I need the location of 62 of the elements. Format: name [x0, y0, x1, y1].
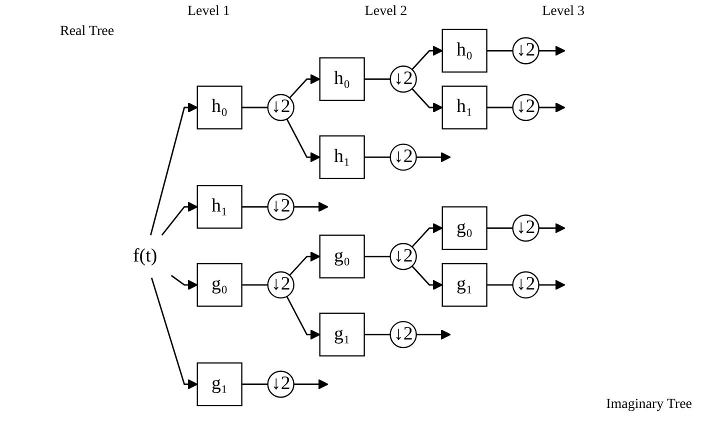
- filter-box: h₁: [196, 184, 242, 229]
- connector: [364, 78, 390, 80]
- downsampler-circle: ↓2: [267, 193, 294, 220]
- downsampler-circle: ↓2: [512, 94, 540, 122]
- arrow: [538, 222, 566, 234]
- arrow: [538, 280, 566, 290]
- arrow: [538, 102, 566, 113]
- filter-box: h₁: [442, 86, 488, 130]
- arrow: [416, 329, 451, 340]
- connector: [242, 384, 268, 385]
- arrow: [150, 102, 198, 236]
- arrow: [161, 202, 198, 236]
- filter-box: g₀: [442, 206, 488, 250]
- connector: [486, 284, 513, 286]
- tree-label: Imaginary Tree: [606, 397, 692, 413]
- connector: [364, 334, 390, 336]
- arrow: [412, 88, 443, 113]
- level-heading: Level 2: [364, 4, 408, 20]
- arrow: [150, 278, 198, 390]
- connector: [242, 284, 268, 286]
- arrow: [170, 274, 198, 290]
- filter-box: g₁: [196, 362, 242, 406]
- filter-box: h₀: [442, 28, 488, 73]
- downsampler-circle: ↓2: [267, 271, 294, 299]
- arrow: [286, 118, 320, 162]
- filter-box: h₀: [196, 86, 242, 130]
- filter-box: g₁: [319, 312, 365, 356]
- downsampler-circle: ↓2: [512, 214, 540, 242]
- filter-box: h₁: [319, 135, 365, 180]
- tree-label: Real Tree: [60, 24, 114, 40]
- downsampler-circle: ↓2: [390, 66, 417, 93]
- downsampler-circle: ↓2: [390, 242, 417, 270]
- downsampler-circle: ↓2: [390, 320, 417, 348]
- filter-box: g₀: [196, 263, 242, 307]
- arrow: [538, 46, 566, 56]
- connector: [242, 106, 268, 108]
- arrow: [412, 46, 443, 70]
- arrow: [412, 222, 443, 248]
- downsampler-circle: ↓2: [267, 94, 294, 122]
- filter-box: g₁: [442, 263, 488, 307]
- arrow: [286, 296, 320, 340]
- downsampler-circle: ↓2: [267, 370, 294, 398]
- arrow: [294, 379, 328, 390]
- level-heading: Level 1: [187, 4, 230, 20]
- arrow: [289, 74, 320, 98]
- arrow: [416, 152, 451, 162]
- connector: [486, 227, 513, 229]
- connector: [364, 256, 390, 258]
- downsampler-circle: ↓2: [512, 37, 540, 64]
- connector: [242, 206, 268, 208]
- arrow: [289, 251, 320, 276]
- downsampler-circle: ↓2: [512, 271, 540, 299]
- arrow: [294, 202, 328, 212]
- filter-box: g₀: [319, 234, 365, 278]
- connector: [486, 50, 513, 52]
- input-signal-label: f(t): [132, 246, 158, 266]
- level-heading: Level 3: [542, 4, 584, 20]
- connector: [364, 156, 390, 158]
- connector: [486, 106, 513, 108]
- downsampler-circle: ↓2: [390, 144, 417, 171]
- filter-box: h₀: [319, 57, 365, 102]
- arrow: [412, 266, 443, 290]
